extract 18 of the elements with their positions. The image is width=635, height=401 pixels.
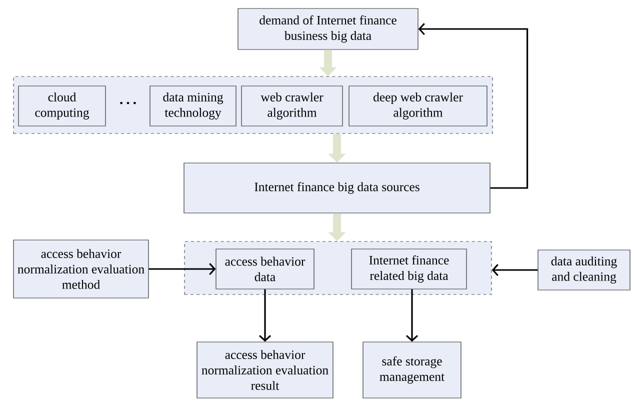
process-box: Internet finance big data sources xyxy=(184,162,490,214)
process-box: Internet finance related big data xyxy=(351,248,467,290)
ellipsis: … xyxy=(120,102,136,104)
arrow xyxy=(406,289,418,342)
process-box: access behavior normalization evaluation result xyxy=(196,342,334,398)
process-box: access behavior normalization evaluation method xyxy=(13,240,149,298)
arrow xyxy=(148,262,216,276)
arrow xyxy=(258,289,272,342)
arrow xyxy=(492,264,538,276)
arrow xyxy=(418,23,528,189)
process-box: data mining technology xyxy=(150,86,236,126)
process-box: safe storage management xyxy=(362,342,462,398)
process-box: web crawler algorithm xyxy=(241,86,343,126)
process-box: cloud computing xyxy=(18,86,106,126)
process-box: deep web crawler algorithm xyxy=(348,86,488,126)
process-box: data auditing and cleaning xyxy=(538,250,630,290)
process-box: access behavior data xyxy=(216,248,314,290)
process-box: demand of Internet finance business big data xyxy=(238,8,418,50)
